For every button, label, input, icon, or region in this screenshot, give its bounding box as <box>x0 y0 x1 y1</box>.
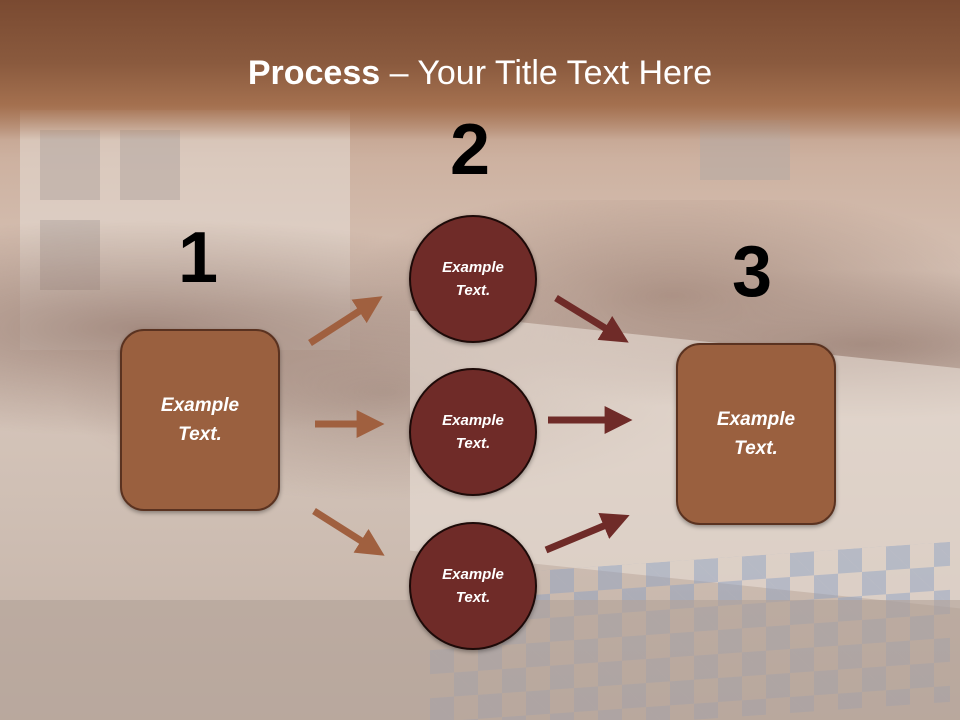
arrow-to-circle-1 <box>308 296 383 346</box>
circle-2-line1: Example <box>442 412 504 429</box>
background-window <box>40 130 100 200</box>
circle-2-line2: Text. <box>455 435 491 452</box>
right-box-line1: Example <box>716 409 796 430</box>
circle-3-line2: Text. <box>455 589 491 606</box>
step-number-3: 3 <box>732 232 773 312</box>
step-number-2: 2 <box>450 110 491 190</box>
title-bold: Process <box>247 54 381 92</box>
circle-3-line1: Example <box>442 566 504 583</box>
circle-1-line1: Example <box>442 259 504 276</box>
arrow-from-circle-3 <box>544 513 630 554</box>
left-box-line2: Text. <box>178 424 222 445</box>
slide-title: Process – Your Title Text Here <box>0 54 960 93</box>
title-rest: – Your Title Text Here <box>380 54 713 92</box>
arrow-to-circle-3 <box>312 508 385 556</box>
circle-1-line2: Text. <box>455 282 491 299</box>
step-number-1: 1 <box>178 218 219 298</box>
background-window <box>120 130 180 200</box>
arrow-from-circle-1 <box>554 295 629 343</box>
right-box-line2: Text. <box>734 438 778 459</box>
left-box-line1: Example <box>160 395 240 416</box>
title-band <box>0 0 960 140</box>
